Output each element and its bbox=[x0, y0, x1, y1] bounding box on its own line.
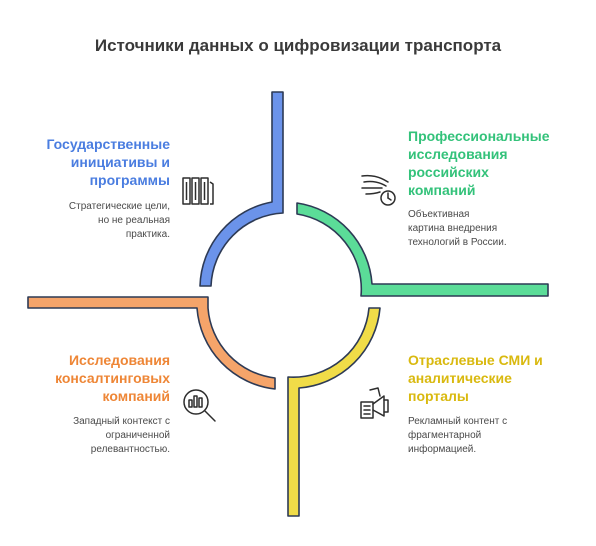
magnifier-chart-icon bbox=[183, 389, 216, 422]
heading-consulting-research: Исследования консалтинговых компаний bbox=[55, 352, 170, 404]
clock-speed-icon bbox=[361, 174, 396, 206]
green-arm bbox=[296, 202, 549, 297]
desc-professional-research: Объективная картина внедрения технологий… bbox=[408, 209, 507, 248]
desc-gov-initiatives: Стратегические цели, но не реальная прак… bbox=[68, 201, 170, 240]
megaphone-news-icon bbox=[360, 387, 389, 419]
heading-professional-research: Профессиональные исследования российских… bbox=[408, 128, 550, 198]
blue-arm bbox=[199, 91, 284, 287]
orange-arm bbox=[27, 296, 276, 390]
page-title: Источники данных о цифровизации транспор… bbox=[94, 36, 502, 55]
columns-building-icon bbox=[182, 177, 214, 205]
heading-industry-media: Отраслевые СМИ и аналитические порталы bbox=[408, 352, 543, 404]
heading-gov-initiatives: Государственные инициативы и программы bbox=[46, 136, 170, 188]
desc-consulting-research: Западный контекст с ограниченной релеван… bbox=[73, 416, 170, 455]
desc-industry-media: Рекламный контент с фрагментарной информ… bbox=[408, 416, 508, 455]
yellow-arm bbox=[287, 307, 381, 517]
